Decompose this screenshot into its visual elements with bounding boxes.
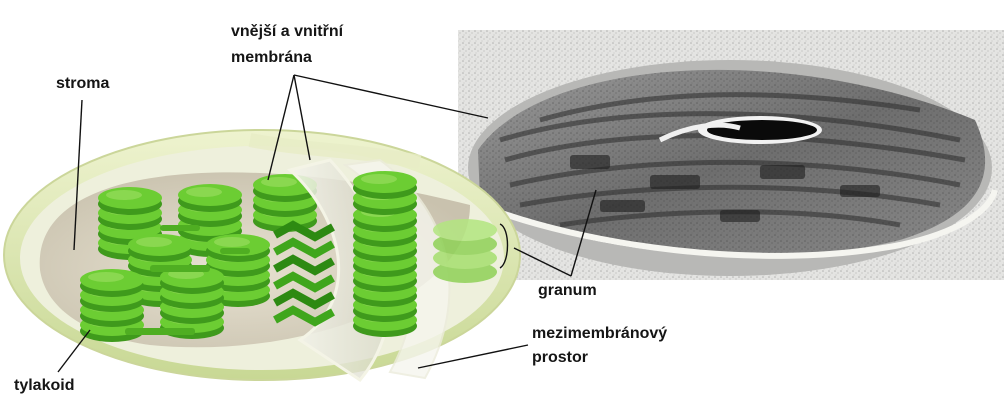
label-thylakoid: tylakoid (14, 377, 74, 394)
label-intermembrane-space-line1: mezimembránový (532, 325, 667, 342)
label-outer-inner-membrane-line1: vnější a vnitřní (231, 23, 344, 40)
electron-micrograph (458, 30, 1004, 280)
label-intermembrane-space-line2: prostor (532, 349, 588, 366)
label-outer-inner-membrane-line2: membrána (231, 49, 312, 66)
label-stroma: stroma (56, 75, 109, 92)
granum-pale (433, 219, 497, 283)
label-granum: granum (538, 282, 597, 299)
thylakoid-stack (353, 171, 417, 337)
chloroplast-model (4, 130, 520, 380)
